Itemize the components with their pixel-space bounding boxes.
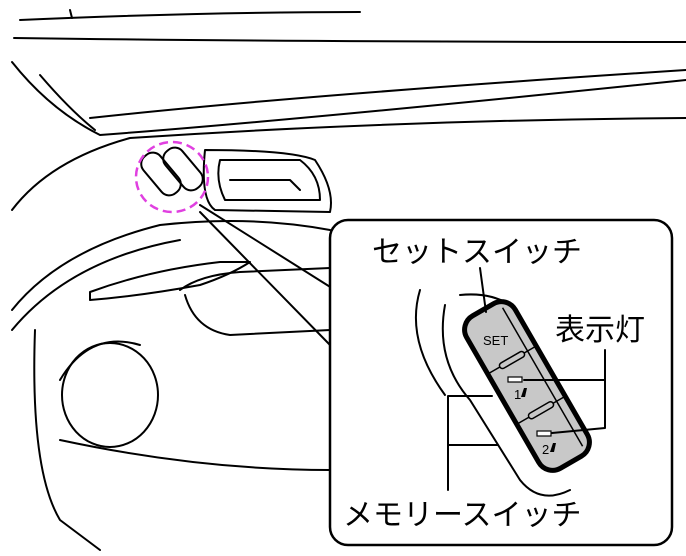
memory-switch-unit bbox=[462, 299, 592, 473]
door-interior-drawing bbox=[11, 9, 686, 551]
seat-icon bbox=[550, 443, 556, 452]
svg-text:1: 1 bbox=[514, 387, 521, 402]
memory-switch-leader bbox=[447, 395, 499, 491]
callout-lines bbox=[199, 204, 336, 346]
indicator-label: 表示灯 bbox=[555, 313, 645, 348]
indicator-light-1 bbox=[507, 376, 523, 383]
svg-text:2: 2 bbox=[542, 442, 549, 457]
set-switch-leader bbox=[479, 267, 487, 313]
indicator-leader bbox=[523, 349, 606, 434]
highlight-circle bbox=[134, 140, 210, 214]
svg-text:SET: SET bbox=[483, 333, 508, 348]
set-button[interactable]: SET bbox=[483, 333, 508, 348]
seat-icon bbox=[521, 388, 527, 397]
set-switch-label: セットスイッチ bbox=[372, 235, 582, 270]
memory-button-2[interactable]: 2 bbox=[536, 430, 556, 457]
indicator-light-2 bbox=[536, 430, 552, 437]
memory-button-1[interactable]: 1 bbox=[507, 376, 527, 402]
memory-switch-label: メモリースイッチ bbox=[343, 498, 582, 533]
